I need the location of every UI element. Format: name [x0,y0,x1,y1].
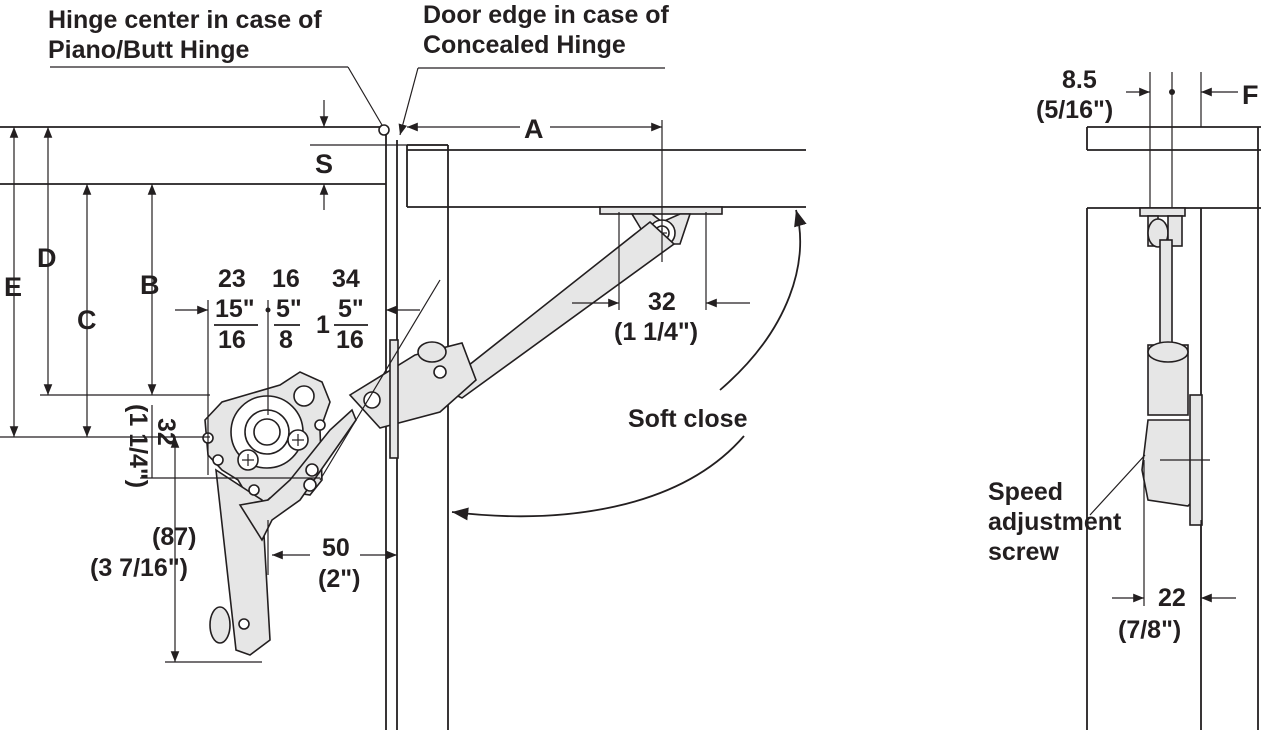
frac-1-5-16: 16 [336,326,364,354]
door-edge-label: Door edge in case of [423,1,670,29]
end-view-dimensions [1089,87,1238,603]
dim-16: 16 [272,265,300,293]
door-edge-label: Concealed Hinge [423,31,626,59]
dim-87: (87) [152,523,196,551]
dim-8-5: 8.5 [1062,66,1097,94]
frac-5-8: 5" [276,295,302,323]
dim-32-vertical: 32 [152,418,180,446]
frac-5-8: 8 [279,326,293,354]
hinge-center-label: Hinge center in case of [48,6,322,34]
frac-1-5-16: 1 [316,311,330,339]
lift-arm [348,220,676,459]
dim-87-inch: (3 7/16") [90,554,188,582]
end-view-mechanism [1139,207,1210,606]
dim-32-horizontal: 32 [648,288,676,316]
dim-a: A [524,114,544,144]
speed-adjustment-label: screw [988,538,1059,566]
dim-50-inch: (2") [318,565,360,593]
dim-e: E [4,272,22,302]
end-view-labels: 8.5 (5/16") F Speed adjustment screw 22 … [988,66,1259,644]
dim-s: S [315,149,333,179]
dim-22-inch: (7/8") [1118,616,1181,644]
dimension-labels: A S D E C B 23 15" 16 16 5" 8 34 1 5" 16… [4,114,698,593]
dim-34: 34 [332,265,360,293]
mechanism-housing [202,371,357,656]
hinge-center-label: Piano/Butt Hinge [48,36,249,64]
soft-close-label: Soft close [628,405,748,433]
dim-8-5-inch: (5/16") [1036,96,1113,124]
speed-adjustment-label: adjustment [988,508,1122,536]
frac-1-5-16: 5" [338,295,364,323]
dim-32-horizontal-inch: (1 1/4") [614,318,698,346]
dim-32-vertical-inch: (1 1/4") [124,404,152,488]
dim-b: B [140,270,160,300]
frac-15-16: 16 [218,326,246,354]
dim-d: D [37,243,57,273]
callout-labels: Hinge center in case of Piano/Butt Hinge… [48,1,748,433]
frac-15-16: 15" [215,295,255,323]
dimension-lines [0,66,807,663]
dim-f: F [1242,80,1259,110]
speed-adjustment-label: Speed [988,478,1063,506]
dim-50: 50 [322,534,350,562]
dim-23: 23 [218,265,246,293]
dim-c: C [77,305,97,335]
dim-22: 22 [1158,584,1186,612]
